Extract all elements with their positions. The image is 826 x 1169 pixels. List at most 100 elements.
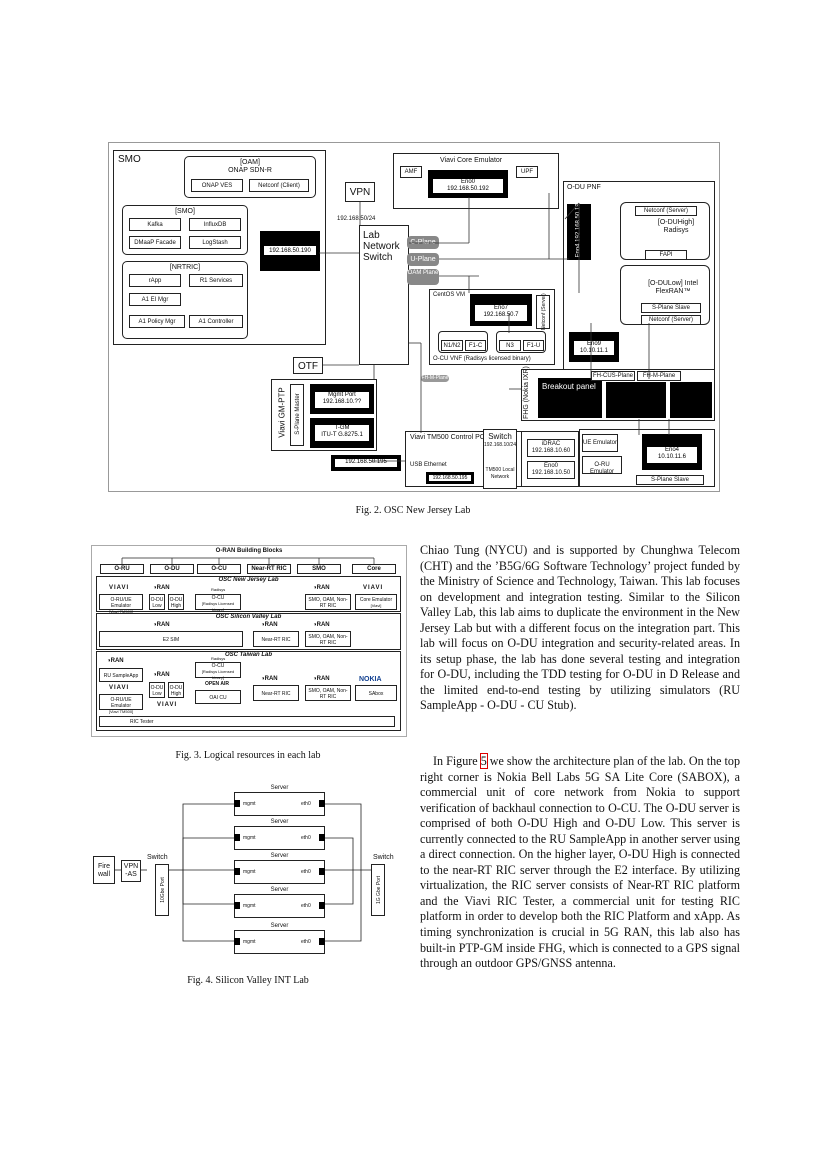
tw-nokia-logo: NOKIA	[359, 676, 382, 683]
odu-high-label: [O-DUHigh] Radisys	[657, 219, 695, 234]
amf-box: AMF	[400, 166, 422, 178]
server-label: Server	[270, 923, 289, 929]
switch-right: 1G Gbe Port	[371, 864, 385, 916]
a1-ei-mgr: A1 EI Mgr	[129, 293, 181, 306]
nj-odu-low: O-DU Low	[149, 594, 165, 610]
server-label: Server	[270, 887, 289, 893]
cu-vnf-label: O-CU VNF (Radisys licensed binary)	[433, 356, 531, 362]
viavi-gm-ptp: Viavi GM-PTP S-Plane Master Mgmt Port 19…	[271, 379, 377, 451]
ptp-tgm-itu: ITU-T G.8275.1	[321, 432, 363, 438]
fh-m-plane: FH-M-Plane	[637, 371, 681, 381]
building-block: O-RU	[100, 564, 144, 574]
fig3-tree-lines	[121, 557, 375, 564]
nj-ocu-label: O-CU	[211, 595, 225, 601]
fig4-diagram: Fire wall VPN -AS Switch 10Gbe Port Swit…	[91, 785, 405, 956]
f1c: F1-C	[465, 340, 486, 351]
onap-ves: ONAP VES	[191, 179, 243, 192]
smo-sub-label: [SMO]	[175, 208, 195, 215]
eth0-port-label: eth0	[301, 801, 311, 807]
logstash: LogStash	[189, 236, 241, 249]
f1u: F1-U	[523, 340, 544, 351]
tm500-local-network: TM500 Local Network	[485, 467, 515, 480]
tw-oran-logo-3: ◑RAN	[261, 676, 278, 682]
tm500-switch-sub: 192.168.10/24	[484, 442, 516, 448]
cu-right-group: N3 F1-U	[496, 331, 546, 353]
building-block: SMO	[297, 564, 341, 574]
netconf-client: Netconf (Client)	[249, 179, 309, 192]
ue-emulator: UE Emulator	[582, 434, 618, 452]
mgmt-port-label: mgmt	[243, 903, 256, 909]
tw-oru-emu-sub: [Viavi TM500]	[108, 709, 134, 714]
server-label: Server	[270, 819, 289, 825]
fig3-title: O-RAN Building Blocks	[215, 548, 283, 554]
usb-ethernet: USB Ethernet	[410, 462, 447, 468]
server-label: Server	[270, 853, 289, 859]
tw-odu-low: O-DU Low	[149, 682, 165, 698]
odu-netconf-server2: Netconf (Server)	[641, 315, 701, 325]
server-label: Server	[270, 785, 289, 791]
centos-netconf: Netconf (Server)	[536, 293, 550, 330]
building-block: O-DU	[150, 564, 194, 574]
oru-splane-slave: S-Plane Slave	[636, 475, 704, 485]
firewall: Fire wall	[93, 856, 115, 884]
core-emulator: Viavi Core Emulator AMF UPF Eno0 192.168…	[393, 153, 559, 209]
odu-netconf-server: Netconf (Server)	[635, 206, 697, 216]
figure-5-link[interactable]: 5	[479, 753, 488, 770]
centos-vm: CentOS VM Eno7 192.168.50.7 Netconf (Ser…	[429, 289, 555, 365]
sv-oran-logo-3: ◑RAN	[313, 622, 330, 628]
ptp-tgm-name: T-GM	[334, 425, 350, 431]
tw-lab-row: OSC Taiwan Lab ◑RAN RU SampleApp VIAVI O…	[96, 651, 401, 731]
eth0-port	[319, 800, 325, 807]
tw-ru-sample: RU SampleApp	[99, 668, 143, 682]
dmaap: DMaaP Facade	[129, 236, 181, 249]
odu-pnf: O-DU PNF Eno4 192.168.50.191 Netconf (Se…	[563, 181, 715, 375]
centos-eno7-label: Eno7 192.168.50.7	[474, 304, 528, 322]
fhg-port-block-2	[670, 382, 712, 418]
centos-title: CentOS VM	[433, 292, 466, 298]
mgmt-port	[234, 868, 240, 875]
eth0-port	[319, 868, 325, 875]
fh-m-plane-tag: FH-M-Plane	[421, 375, 449, 382]
kafka: Kafka	[129, 218, 181, 231]
odu-high-box: Netconf (Server) [O-DUHigh] Radisys FAPI	[620, 202, 710, 260]
nrtric-box: [NRTRIC] rApp R1 Services A1 EI Mgr A1 P…	[122, 261, 248, 339]
eth0-port	[319, 834, 325, 841]
mgmt-port-label: mgmt	[243, 835, 256, 841]
nj-core-sub: [Viavi]	[370, 603, 382, 608]
ptp-splane-master-box: S-Plane Master	[290, 384, 304, 446]
n3: N3	[499, 340, 521, 351]
paragraph-2: In Figure 5 we show the architecture pla…	[420, 753, 740, 972]
mgmt-port	[234, 938, 240, 945]
eth0-port-label: eth0	[301, 903, 311, 909]
subnet-label: 192.168.50/24	[337, 216, 376, 222]
tw-oran-logo-4: ◑RAN	[313, 676, 330, 682]
nj-viavi-logo: VIAVI	[109, 585, 130, 591]
building-block: Core	[352, 564, 396, 574]
fapi-box: FAPI	[645, 250, 687, 260]
centos-eno7: Eno7 192.168.50.7	[470, 294, 532, 326]
ptp-mgmt-ip: 192.168.10.??	[322, 399, 362, 405]
n1n2: N1/N2	[441, 340, 463, 351]
core-eno0: Eno0 192.168.50.192	[428, 170, 508, 198]
nj-smo: SMO, OAM, Non-RT RIC	[305, 594, 351, 610]
odu-eno9-ip: 10.10.11.1	[580, 348, 608, 354]
nj-ocu-sub: [Radisys Licensed binary]	[201, 601, 235, 612]
core-eno0-label: Eno0 192.168.50.192	[432, 178, 504, 194]
tw-title: OSC Taiwan Lab	[224, 652, 273, 658]
idrac-name: iDRAC	[541, 441, 561, 447]
tm500-eno0-box: Eno0 192.168.10.50	[527, 461, 575, 479]
tm500-ip-box: 192.168.50.195	[426, 472, 474, 484]
a1-policy-mgr: A1 Policy Mgr	[129, 315, 185, 328]
oru-eno4-name: Eno4	[664, 447, 679, 453]
nj-title: OSC New Jersey Lab	[218, 577, 279, 583]
upf-box: UPF	[516, 166, 538, 178]
nj-ocu: O-CU[Radisys Licensed binary]	[195, 594, 241, 612]
tw-odu-high: O-DU High	[168, 682, 184, 698]
odu-eno9-name: Eno9	[586, 341, 601, 347]
influxdb: InfluxDB	[189, 218, 241, 231]
switch-left: 10Gbe Port	[155, 864, 169, 916]
odu-title: O-DU PNF	[567, 184, 601, 191]
